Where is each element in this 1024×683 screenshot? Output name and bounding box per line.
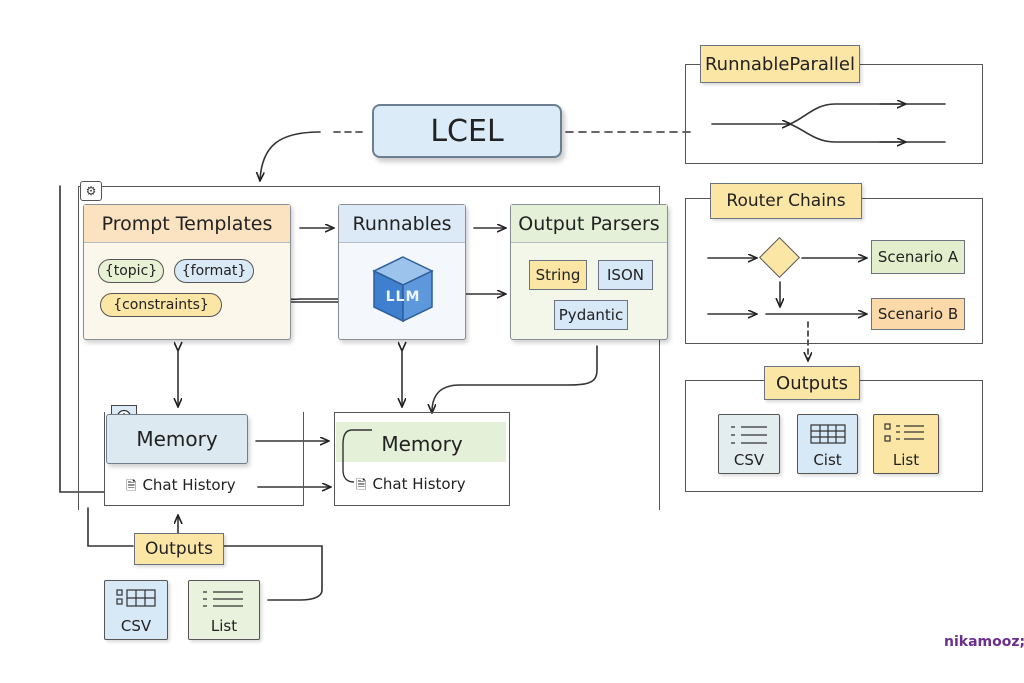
chat-history-right-label: Chat History xyxy=(372,475,466,493)
scenario-b-label: Scenario B xyxy=(877,305,959,323)
right-output-csv-label: CSV xyxy=(733,451,765,469)
runnables-header: Runnables xyxy=(339,205,465,243)
bottom-outputs-title: Outputs xyxy=(145,539,213,559)
runnable-parallel-label-box: RunnableParallel xyxy=(700,45,860,83)
runnables-card[interactable]: Runnables LLM xyxy=(338,204,466,340)
pydantic-parser[interactable]: Pydantic xyxy=(554,300,628,330)
json-parser-label: ISON xyxy=(607,266,644,284)
router-chains-label-box: Router Chains xyxy=(710,183,862,219)
right-output-cist[interactable]: Cist xyxy=(797,414,858,474)
table-icon xyxy=(116,589,156,607)
right-output-list-label: List xyxy=(892,451,920,469)
format-variable-label: {format} xyxy=(181,263,247,279)
scenario-a-label: Scenario A xyxy=(877,248,959,266)
bottom-output-list[interactable]: List xyxy=(188,580,260,640)
chat-history-left-label: Chat History xyxy=(142,476,236,494)
runnable-parallel-title: RunnableParallel xyxy=(704,53,856,75)
list-icon xyxy=(731,426,767,444)
constraints-variable-label: {constraints} xyxy=(113,297,209,313)
bottom-output-csv-label: CSV xyxy=(120,617,152,635)
memory-left-card[interactable]: Memory xyxy=(106,414,248,464)
memory-right-frame xyxy=(334,412,510,506)
llm-cube-icon xyxy=(372,256,434,323)
topic-variable-label: {topic} xyxy=(104,263,158,279)
checklist-icon xyxy=(884,423,924,442)
bottom-output-csv[interactable]: CSV xyxy=(104,580,168,640)
document-icon: 🗎 xyxy=(356,478,367,493)
scenario-a-box[interactable]: Scenario A xyxy=(871,240,965,274)
output-parsers-card[interactable]: Output Parsers String ISON Pydantic xyxy=(510,204,668,340)
pydantic-parser-label: Pydantic xyxy=(558,306,624,324)
string-parser[interactable]: String xyxy=(529,260,587,290)
chat-history-left[interactable]: 🗎 Chat History xyxy=(126,476,236,499)
table-icon xyxy=(810,424,846,444)
output-parsers-title: Output Parsers xyxy=(518,212,660,235)
llm-cube-label: LLM xyxy=(385,289,421,305)
string-parser-label: String xyxy=(535,266,581,284)
lcel-box[interactable]: LCEL xyxy=(372,104,562,158)
topic-variable: {topic} xyxy=(98,259,164,283)
constraints-variable: {constraints} xyxy=(100,293,222,317)
prompt-templates-card[interactable]: Prompt Templates {topic} {format} {const… xyxy=(83,204,291,340)
memory-right-title: Memory xyxy=(381,432,463,456)
right-outputs-label-box: Outputs xyxy=(764,366,860,400)
chat-history-right[interactable]: 🗎 Chat History xyxy=(356,475,466,498)
gear-icon[interactable]: ⚙ xyxy=(80,181,102,201)
bottom-outputs-label-box: Outputs xyxy=(134,533,224,565)
bottom-output-list-label: List xyxy=(210,617,238,635)
runnables-title: Runnables xyxy=(352,212,452,235)
document-icon: 🗎 xyxy=(126,479,137,494)
memory-left-frame xyxy=(104,412,304,506)
format-variable: {format} xyxy=(174,259,254,283)
right-output-csv[interactable]: CSV xyxy=(718,414,780,474)
json-parser[interactable]: ISON xyxy=(598,260,653,290)
right-output-cist-label: Cist xyxy=(813,451,842,469)
main-frame xyxy=(78,186,660,510)
scenario-b-box[interactable]: Scenario B xyxy=(871,298,965,330)
prompt-templates-header: Prompt Templates xyxy=(84,205,290,243)
output-parsers-header: Output Parsers xyxy=(511,205,667,243)
list-icon xyxy=(203,591,243,607)
router-chains-title: Router Chains xyxy=(726,191,846,211)
lcel-label: LCEL xyxy=(430,113,504,149)
right-outputs-title: Outputs xyxy=(776,372,848,394)
brand-logo: nikamooz; xyxy=(944,634,1024,650)
prompt-templates-title: Prompt Templates xyxy=(101,212,273,235)
memory-left-title: Memory xyxy=(136,427,218,451)
brand-label: nikamooz; xyxy=(944,634,1024,650)
right-output-list[interactable]: List xyxy=(873,414,939,474)
